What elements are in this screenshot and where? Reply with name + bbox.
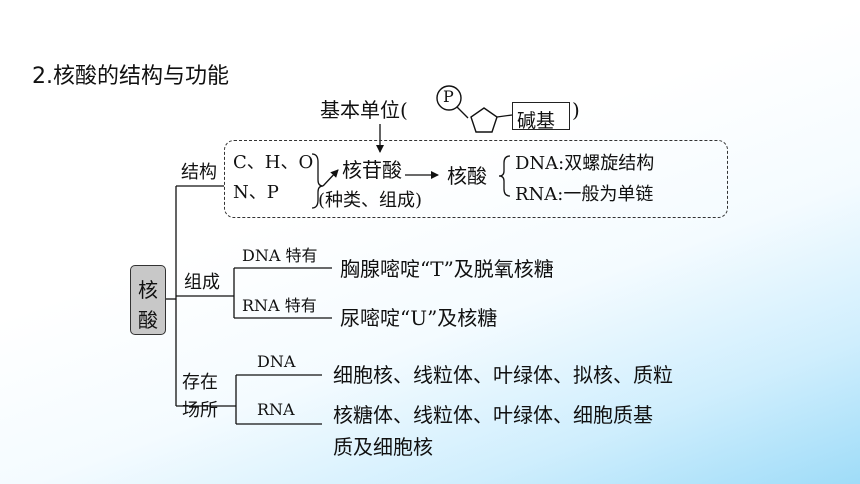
- composition-rna-label: RNA 特有: [242, 296, 317, 315]
- nucleotide-label: 核苷酸: [342, 158, 402, 182]
- location-dna-label: DNA: [257, 352, 296, 371]
- base-box-label: 碱基: [517, 110, 556, 132]
- composition-rna-value: 尿嘧啶“U”及核糖: [340, 306, 498, 330]
- composition-dna-label: DNA 特有: [242, 246, 318, 265]
- location-rna-value-line1: 核糖体、线粒体、叶绿体、细胞质基: [333, 403, 653, 427]
- composition-dna-value: 胸腺嘧啶“T”及脱氧核糖: [340, 257, 554, 281]
- nucleotide-note: (种类、组成): [318, 190, 423, 211]
- location-label-line2: 场所: [182, 400, 218, 421]
- location-rna-value-line2: 质及细胞核: [333, 435, 433, 459]
- nucleic-acid-label: 核酸: [447, 164, 487, 188]
- structure-dashed-box: [224, 140, 728, 218]
- basic-unit-close: ): [572, 98, 580, 122]
- page-title: 2.核酸的结构与功能: [32, 64, 229, 89]
- rna-structure: RNA:一般为单链: [515, 184, 654, 205]
- location-dna-value: 细胞核、线粒体、叶绿体、拟核、质粒: [333, 363, 673, 387]
- composition-label: 组成: [184, 272, 220, 293]
- root-node-nucleic-acid: 核 酸: [130, 265, 166, 335]
- elements-line1: C、H、O: [233, 152, 314, 173]
- location-rna-label: RNA: [257, 400, 295, 419]
- phosphate-label: P: [443, 87, 454, 106]
- root-label-line1: 核: [138, 278, 158, 302]
- root-label-line2: 酸: [138, 308, 158, 332]
- base-box: 碱基: [512, 102, 570, 132]
- location-label-line1: 存在: [182, 372, 218, 393]
- elements-line2: N、P: [233, 182, 279, 203]
- structure-label: 结构: [181, 162, 217, 183]
- dna-structure: DNA:双螺旋结构: [515, 153, 655, 174]
- basic-unit-label: 基本单位(: [320, 98, 408, 122]
